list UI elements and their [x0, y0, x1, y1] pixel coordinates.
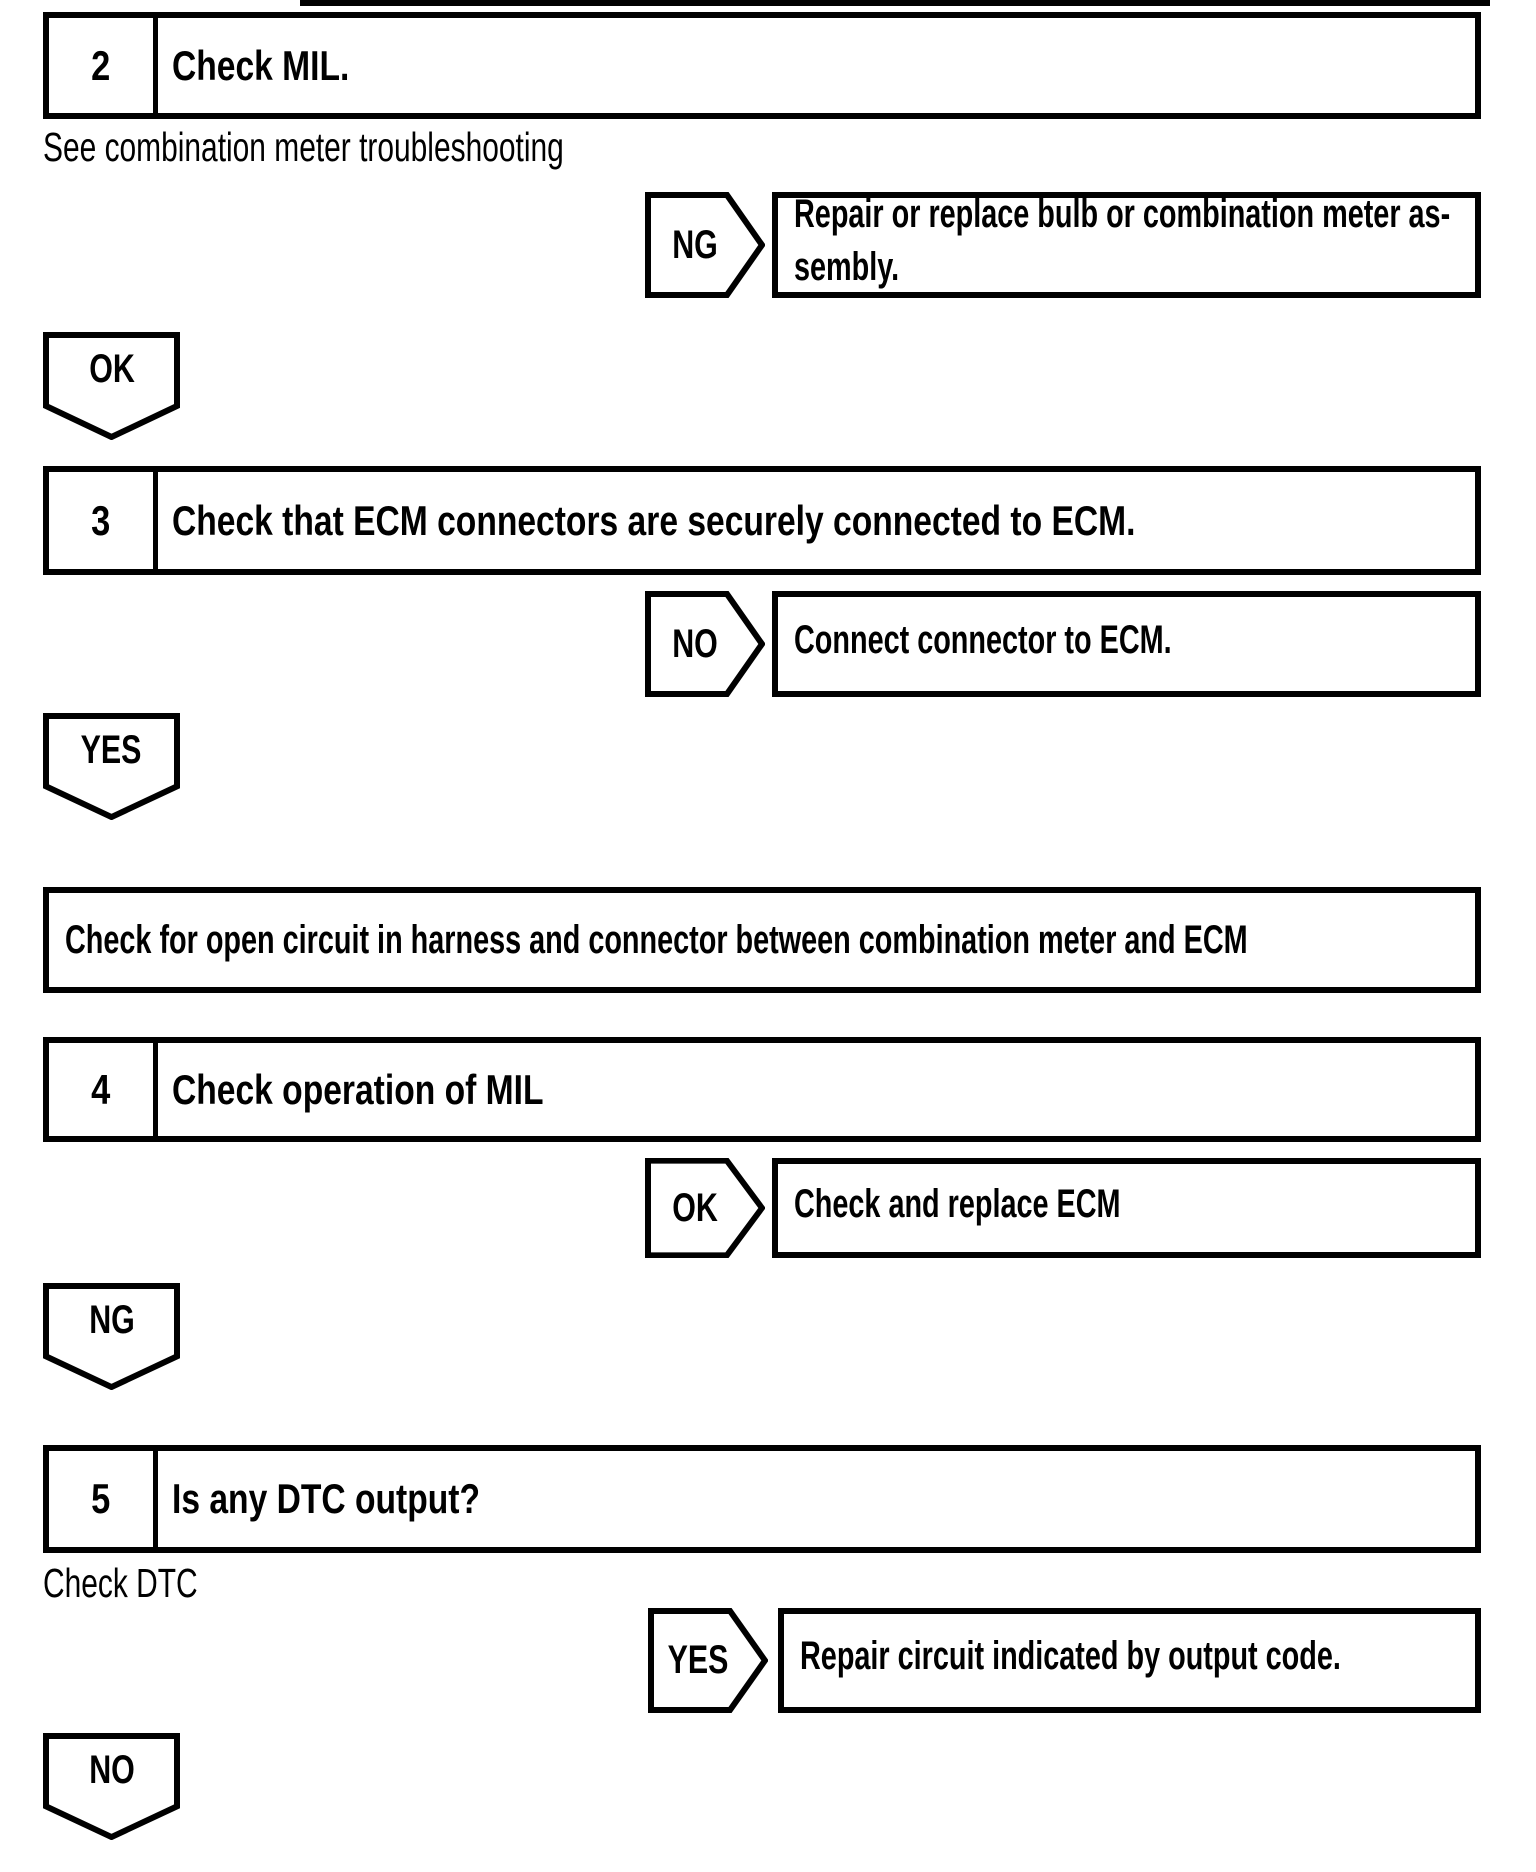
action-text-line-1: Repair circuit indicated by output code. — [800, 1634, 1341, 1678]
branch-action-box-step-4: Check and replace ECM — [772, 1158, 1481, 1258]
cropped-previous-box-edge — [300, 0, 1490, 6]
branch-pentagon-yes-step-5: YES — [648, 1608, 768, 1713]
down-pentagon-shape-icon — [43, 1733, 180, 1840]
action-text-line-1: Connect connector to ECM. — [794, 617, 1172, 662]
continue-pentagon-ok-step-2: OK — [43, 332, 180, 440]
branch-pentagon-no-step-3: NO — [645, 591, 765, 697]
action-text-line-2: sembly. — [794, 245, 900, 289]
continue-label-ok: OK — [88, 346, 135, 391]
step-box-4: 4 Check operation of MIL — [43, 1037, 1481, 1142]
instruction-box: Check for open circuit in harness and co… — [43, 887, 1481, 993]
right-pentagon-shape-icon — [645, 591, 765, 697]
step-3-title-cell: Check that ECM connectors are securely c… — [158, 472, 1475, 569]
continue-label-wrap: NO — [43, 1733, 180, 1807]
step-3-number-cell: 3 — [49, 472, 158, 569]
continue-pentagon-yes-step-3: YES — [43, 713, 180, 820]
step-5-note-text: Check DTC — [43, 1559, 198, 1606]
step-5-title: Is any DTC output? — [172, 1475, 480, 1522]
continue-label-yes: YES — [81, 727, 142, 772]
continue-label-ng: NG — [88, 1297, 135, 1342]
branch-label-wrap: NO — [645, 591, 745, 697]
step-4-number: 4 — [91, 1065, 111, 1113]
step-2-title-cell: Check MIL. — [158, 18, 1475, 113]
down-pentagon-shape-icon — [43, 332, 180, 440]
down-pentagon-shape-icon — [43, 1283, 180, 1390]
branch-action-box-step-5: Repair circuit indicated by output code. — [778, 1608, 1481, 1713]
action-text-line-1: Check and replace ECM — [794, 1181, 1121, 1226]
branch-label-ng: NG — [672, 222, 718, 267]
step-box-3: 3 Check that ECM connectors are securely… — [43, 466, 1481, 575]
continue-label-wrap: OK — [43, 332, 180, 406]
step-3-number: 3 — [91, 496, 111, 544]
branch-pentagon-ok-step-4: OK — [645, 1158, 765, 1258]
branch-label-wrap: OK — [645, 1158, 745, 1258]
branch-label-yes: YES — [667, 1638, 729, 1682]
branch-label-no: NO — [672, 621, 718, 666]
step-box-2: 2 Check MIL. — [43, 12, 1481, 119]
continue-pentagon-no-step-5: NO — [43, 1733, 180, 1840]
step-2-number: 2 — [91, 41, 111, 89]
branch-action-box-step-2: Repair or replace bulb or combination me… — [772, 192, 1481, 298]
branch-pentagon-ng-step-2: NG — [645, 192, 765, 298]
continue-label-no: NO — [88, 1747, 135, 1792]
step-5-number-cell: 5 — [49, 1451, 158, 1547]
right-pentagon-shape-icon — [645, 192, 765, 298]
branch-label-wrap: NG — [645, 192, 745, 298]
step-box-5: 5 Is any DTC output? — [43, 1445, 1481, 1553]
step-4-title: Check operation of MIL — [172, 1065, 544, 1113]
step-3-title: Check that ECM connectors are securely c… — [172, 496, 1136, 544]
continue-label-wrap: NG — [43, 1283, 180, 1357]
down-pentagon-shape-icon — [43, 713, 180, 820]
step-4-title-cell: Check operation of MIL — [158, 1043, 1475, 1136]
branch-action-box-step-3: Connect connector to ECM. — [772, 591, 1481, 697]
instruction-text: Check for open circuit in harness and co… — [65, 917, 1248, 962]
right-pentagon-shape-icon — [648, 1608, 768, 1713]
branch-label-wrap: YES — [648, 1608, 748, 1713]
step-5-note: Check DTC — [43, 1560, 255, 1606]
step-5-title-cell: Is any DTC output? — [158, 1451, 1475, 1547]
continue-label-wrap: YES — [43, 713, 180, 787]
step-2-note-text: See combination meter troubleshooting — [43, 123, 564, 170]
right-pentagon-shape-icon — [645, 1158, 765, 1258]
branch-label-ok: OK — [672, 1185, 718, 1230]
action-text-line-1: Repair or replace bulb or combination me… — [794, 192, 1451, 236]
step-2-title: Check MIL. — [172, 41, 350, 89]
step-5-number: 5 — [91, 1475, 111, 1522]
step-4-number-cell: 4 — [49, 1043, 158, 1136]
step-2-number-cell: 2 — [49, 18, 158, 113]
step-2-note: See combination meter troubleshooting — [43, 124, 756, 170]
continue-pentagon-ng-step-4: NG — [43, 1283, 180, 1390]
